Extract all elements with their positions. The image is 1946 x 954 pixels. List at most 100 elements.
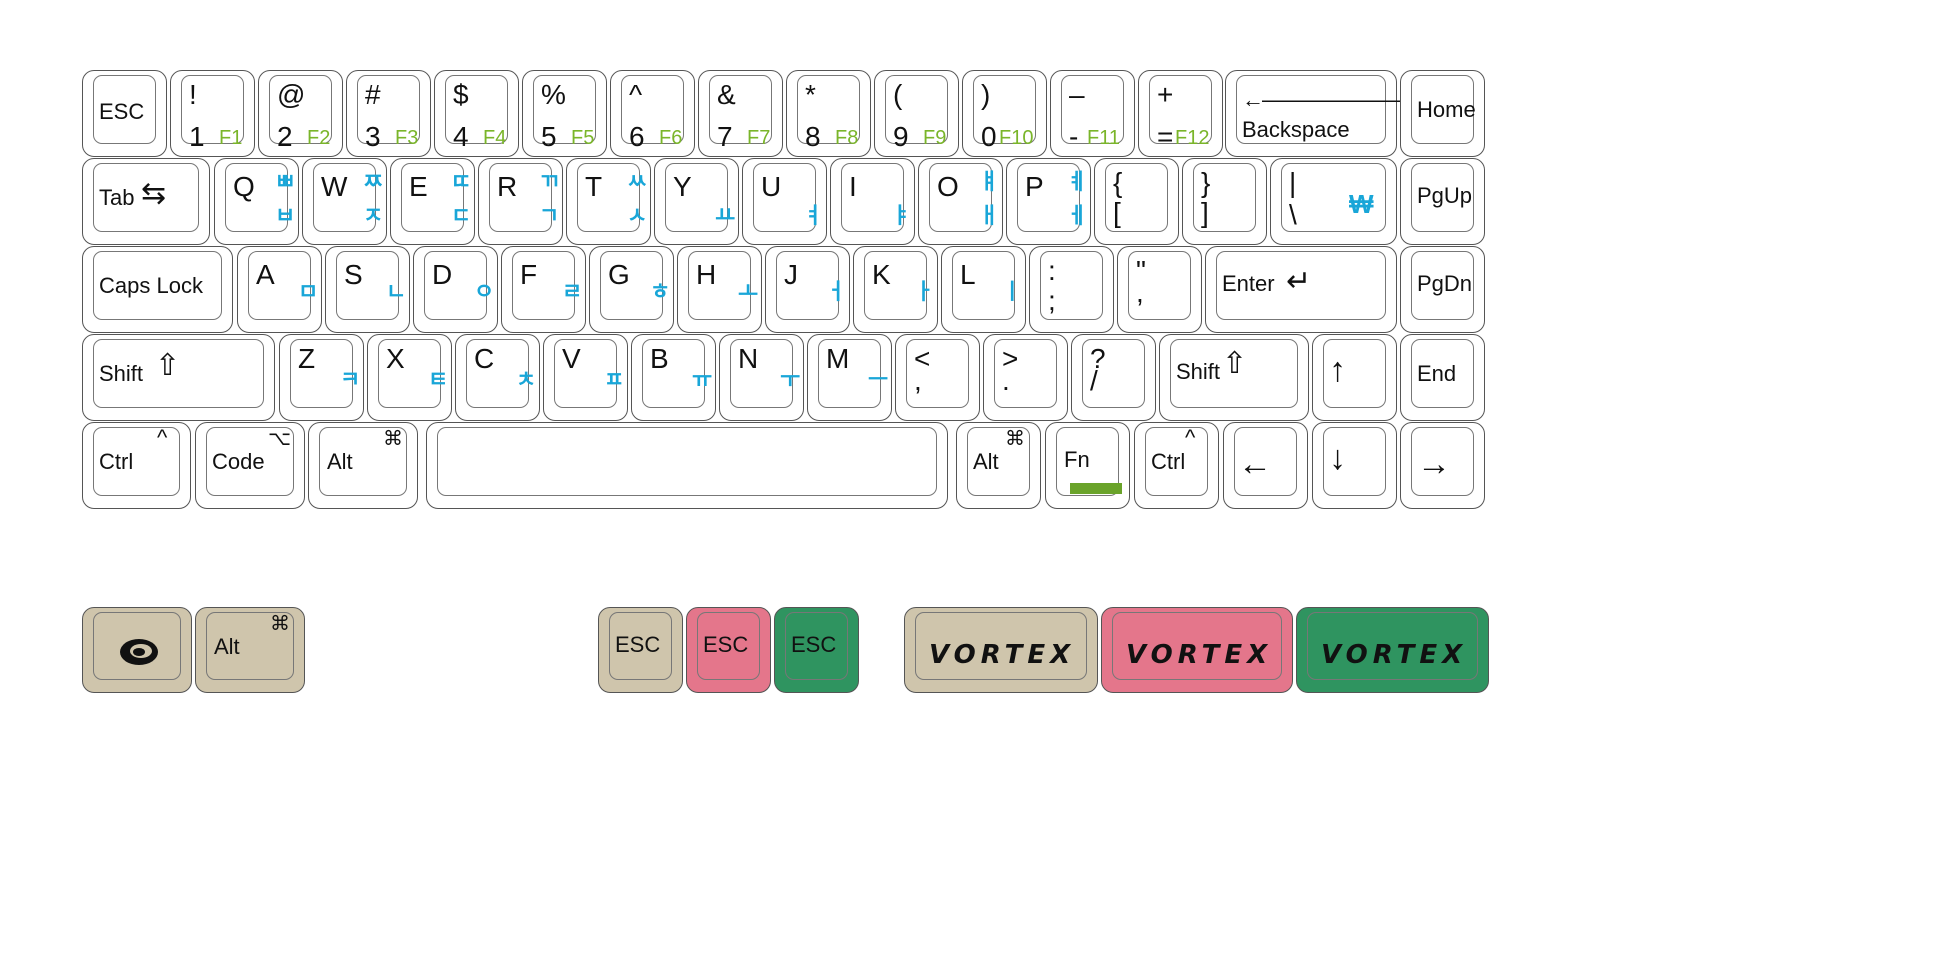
esc-green-key[interactable]: ESC: [774, 607, 859, 693]
rbrace-key[interactable]: }]: [1182, 158, 1267, 245]
letter-legend: W: [321, 171, 348, 202]
keycap-top: [1234, 427, 1297, 496]
semicolon-key[interactable]: :;: [1029, 246, 1114, 333]
up-arrow-key[interactable]: ↑: [1312, 334, 1397, 421]
esc-key[interactable]: ESC: [82, 70, 167, 157]
left-ctrl-key[interactable]: Ctrl^: [82, 422, 191, 509]
slash-key[interactable]: ?/: [1071, 334, 1156, 421]
down-arrow-key[interactable]: ↓: [1312, 422, 1397, 509]
comma-key[interactable]: <,: [895, 334, 980, 421]
keycap-top: [1170, 339, 1298, 408]
vortex-logo-key[interactable]: [82, 607, 192, 693]
base-legend: =: [1157, 121, 1174, 152]
esc-tan-key[interactable]: ESC: [598, 607, 683, 693]
letter-legend: H: [696, 259, 717, 290]
shift-legend: >: [1002, 343, 1019, 374]
fn-key[interactable]: Fn: [1045, 422, 1130, 509]
home-key[interactable]: Home: [1400, 70, 1485, 157]
keycap-top: [864, 251, 927, 320]
keycap-top: [1236, 75, 1386, 144]
pgup-key[interactable]: PgUp: [1400, 158, 1485, 245]
right-shift-key[interactable]: Shift⇧: [1159, 334, 1309, 421]
keycap-top: [1040, 251, 1103, 320]
extra-alt-key[interactable]: Alt⌘: [195, 607, 305, 693]
left-arrow-key[interactable]: ←: [1223, 422, 1308, 509]
right-ctrl-key[interactable]: Ctrl^: [1134, 422, 1219, 509]
backspace-key[interactable]: ←———————Backspace: [1225, 70, 1404, 157]
enter-key[interactable]: Enter↵: [1205, 246, 1397, 333]
code-key[interactable]: Code⌥: [195, 422, 305, 509]
keycap-top: [512, 251, 575, 320]
keycap-top: [785, 612, 848, 680]
up-arrow-icon: ↑: [1329, 351, 1346, 389]
left-shift-key[interactable]: Shift⇧: [82, 334, 275, 421]
period-key[interactable]: >.: [983, 334, 1068, 421]
vortex-brand-key-1[interactable]: VORTEX: [1101, 607, 1293, 693]
keycap-top: [93, 251, 222, 320]
right-arrow-key[interactable]: →: [1400, 422, 1485, 509]
key--[interactable]: –-F11: [1050, 70, 1135, 157]
spacebar[interactable]: [426, 422, 948, 509]
quote-key[interactable]: ",: [1117, 246, 1202, 333]
korean-legend: ㅣ: [1002, 279, 1023, 304]
left-alt-key[interactable]: Alt⌘: [308, 422, 418, 509]
vortex-brand-key-0[interactable]: VORTEX: [904, 607, 1098, 693]
ctrl-label: Ctrl: [1151, 449, 1186, 474]
end-key[interactable]: End: [1400, 334, 1485, 421]
pgdn-key[interactable]: PgDn: [1400, 246, 1485, 333]
vortex-wordmark: VORTEX: [1126, 640, 1273, 670]
shift-legend: @: [277, 79, 306, 110]
right-alt-key[interactable]: Alt⌘: [956, 422, 1041, 509]
esc-label: ESC: [703, 632, 749, 657]
backslash-key[interactable]: |\₩: [1270, 158, 1397, 245]
keycap-top: [797, 75, 860, 144]
key-=[interactable]: +=F12: [1138, 70, 1223, 157]
vortex-brand-key-2[interactable]: VORTEX: [1296, 607, 1489, 693]
letter-legend: B: [650, 343, 669, 374]
caps-lock-key[interactable]: Caps Lock: [82, 246, 233, 333]
keycap-top: [1149, 75, 1212, 144]
option-symbol-icon: ⌥: [268, 428, 292, 450]
esc-pink-key[interactable]: ESC: [686, 607, 771, 693]
tab-key[interactable]: Tab⇆: [82, 158, 210, 245]
keycap-top: [466, 339, 529, 408]
keycap-top: [445, 75, 508, 144]
lbrace-key[interactable]: {[: [1094, 158, 1179, 245]
